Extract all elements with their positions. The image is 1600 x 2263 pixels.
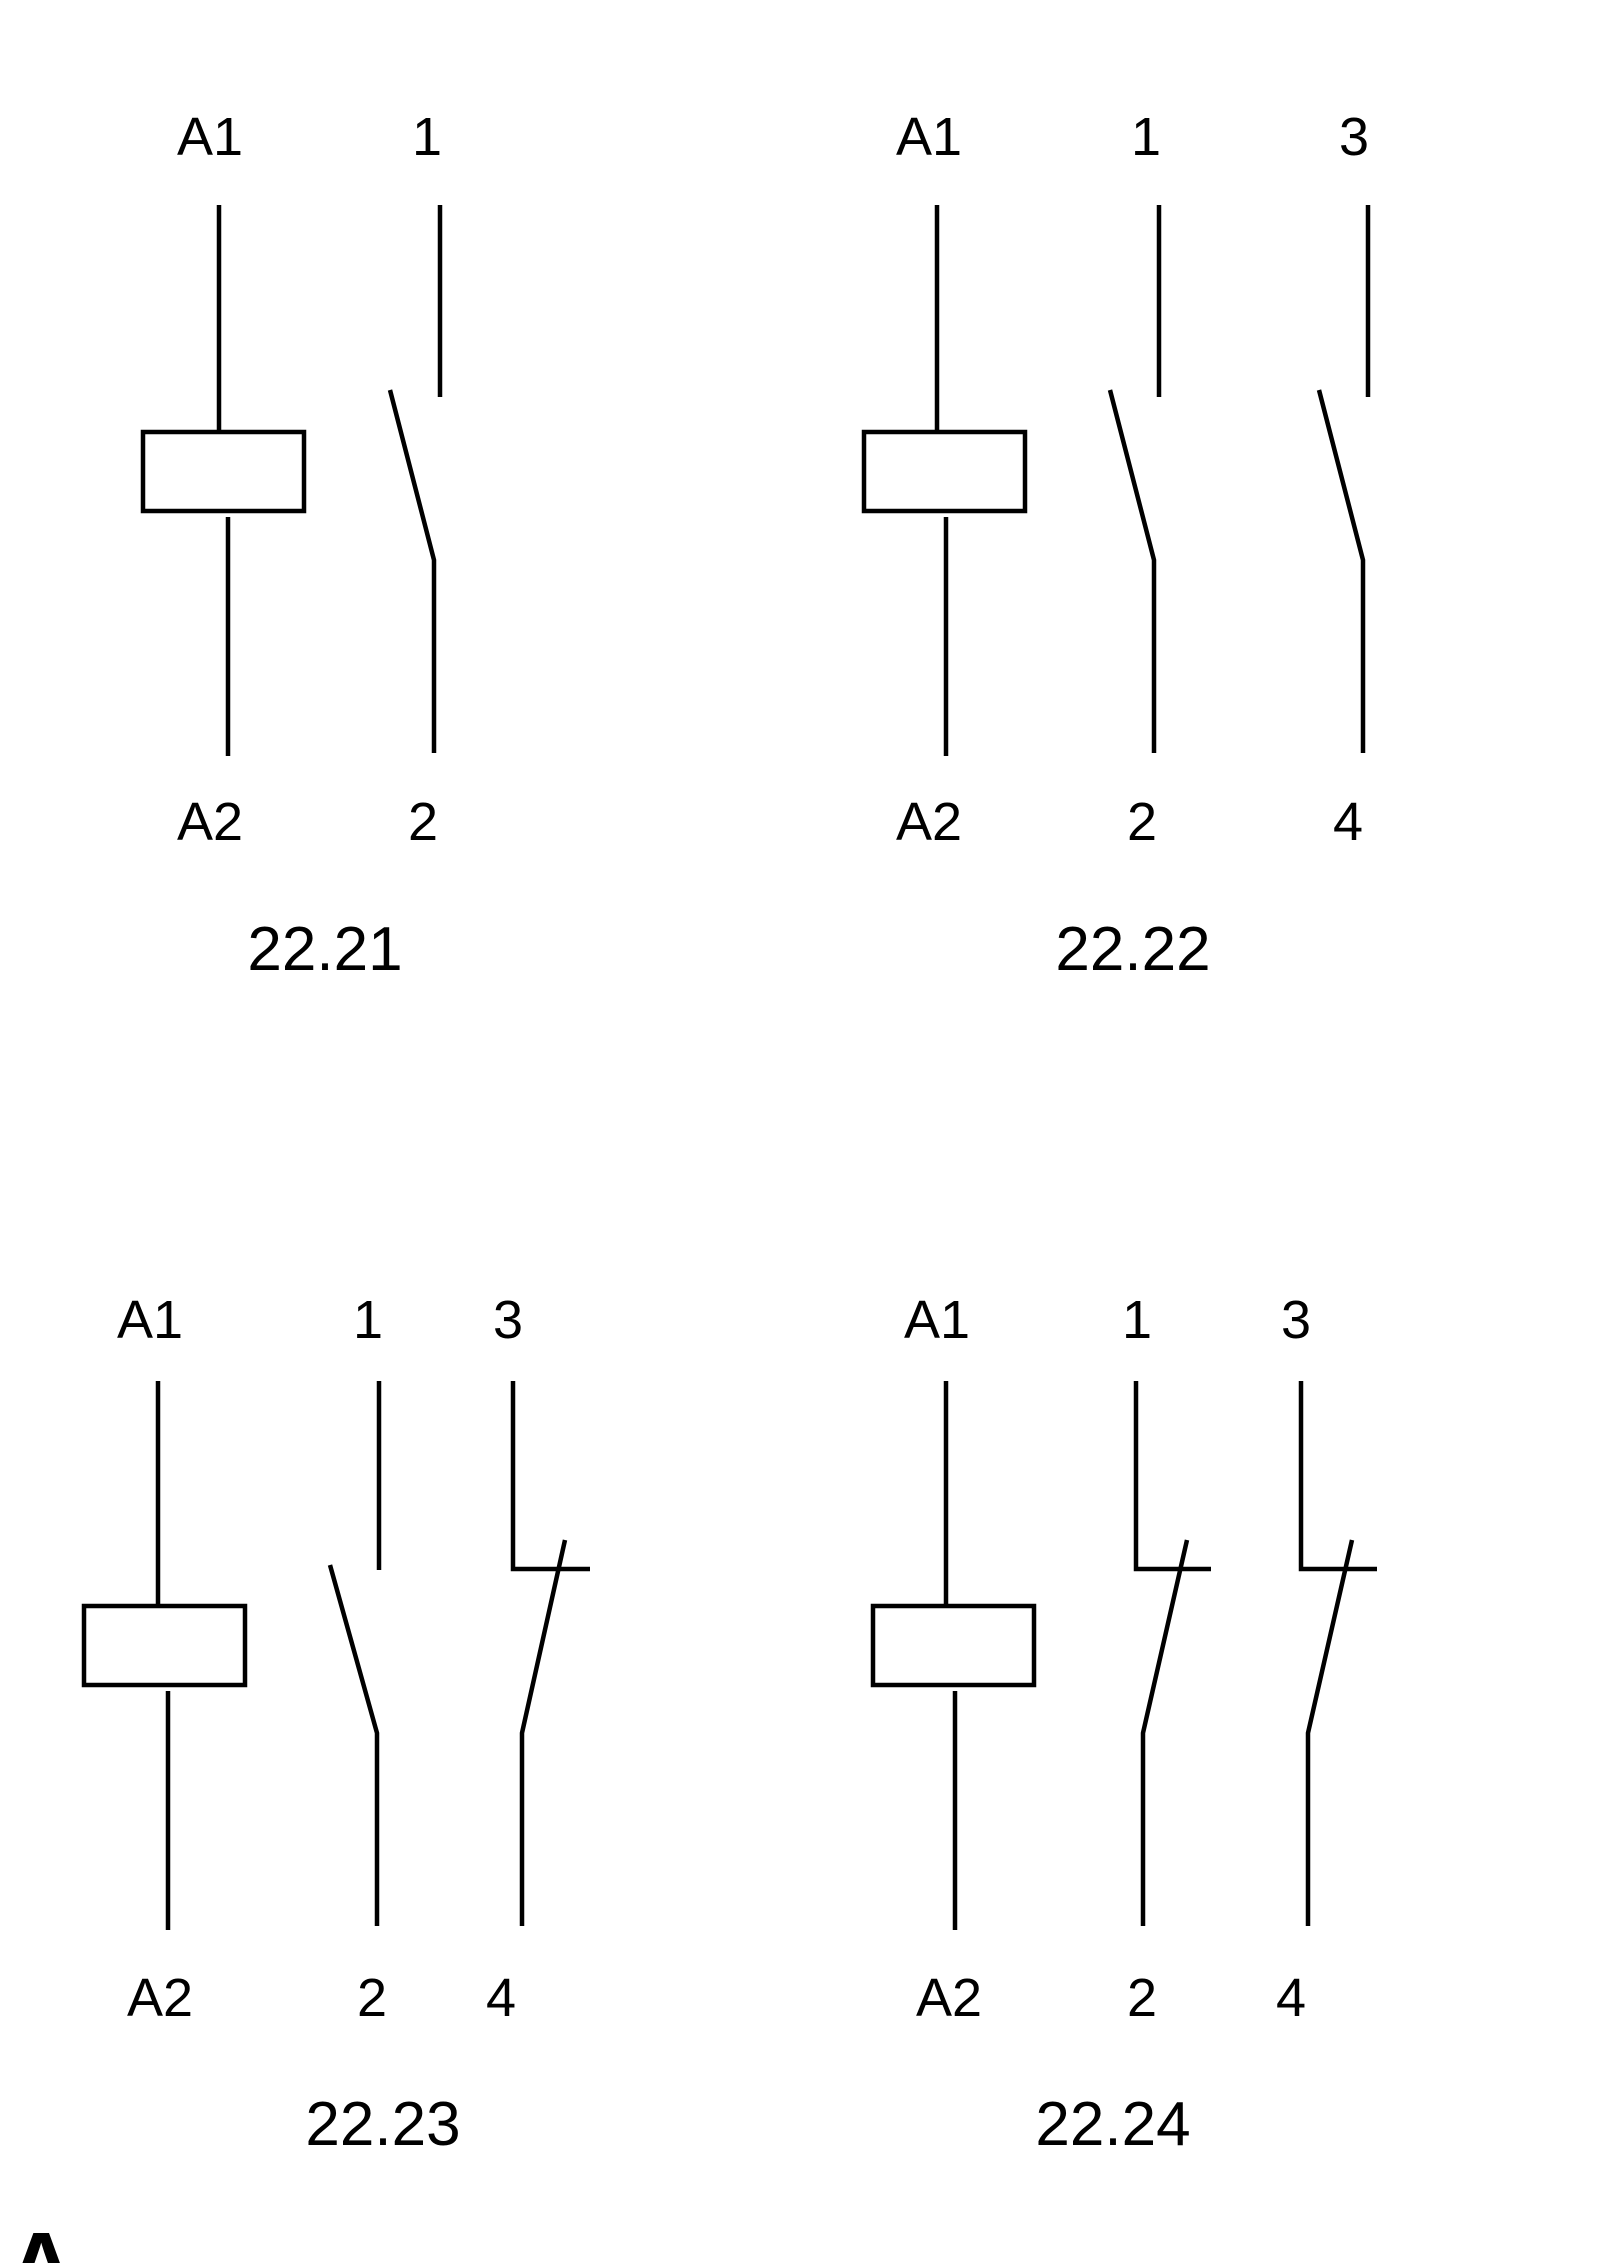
contact-blade-normally-open [387, 389, 437, 753]
coil-bottom-terminal-label: A2 [896, 792, 962, 852]
coil-symbol: A1 A2 [140, 107, 307, 852]
contact-blade-normally-closed [519, 1539, 568, 1926]
contact-top-lead-with-stop [1133, 1381, 1211, 1572]
contact-top-terminal-label: 3 [493, 1290, 523, 1350]
contact-blade-normally-closed [1140, 1539, 1190, 1926]
contact-blade-normally-closed [1305, 1539, 1355, 1926]
contact-nc-2: 3 4 [1276, 1290, 1377, 2028]
panel-letter: A [8, 2214, 74, 2263]
contact-no-2: 3 4 [1316, 107, 1371, 852]
coil-symbol: A1 A2 [870, 1290, 1037, 2028]
contact-top-lead-with-stop [1298, 1381, 1377, 1572]
contact-no-1: 1 2 [1107, 107, 1162, 852]
coil-box [81, 1603, 248, 1688]
coil-box [140, 429, 307, 514]
relay-22-24: A1 A2 1 2 3 4 22.24 [870, 1290, 1377, 2159]
contact-top-terminal-label: 1 [1122, 1290, 1152, 1350]
relay-model-label: 22.23 [305, 2090, 460, 2159]
contact-bottom-terminal-label: 4 [1276, 1968, 1306, 2028]
coil-bottom-terminal-label: A2 [127, 1968, 193, 2028]
contact-nc-2: 3 4 [486, 1290, 590, 2028]
coil-box [870, 1603, 1037, 1688]
coil-top-terminal-label: A1 [896, 107, 962, 167]
coil-bottom-terminal-label: A2 [177, 792, 243, 852]
contact-top-terminal-label: 1 [412, 107, 442, 167]
contact-bottom-terminal-label: 2 [357, 1968, 387, 2028]
relay-model-label: 22.24 [1035, 2090, 1190, 2159]
contact-nc-1: 1 2 [1122, 1290, 1211, 2028]
contact-top-lead-with-stop [510, 1381, 590, 1572]
contact-blade-normally-open [1107, 389, 1157, 753]
contact-top-terminal-label: 3 [1281, 1290, 1311, 1350]
contact-blade-normally-open [1316, 389, 1366, 753]
contact-bottom-terminal-label: 2 [1127, 1968, 1157, 2028]
contact-top-terminal-label: 3 [1339, 107, 1369, 167]
relay-22-21: A1 A2 1 2 22.21 [140, 107, 443, 984]
relay-model-label: 22.21 [247, 915, 402, 984]
contact-top-terminal-label: 1 [353, 1290, 383, 1350]
contact-no-1: 1 2 [327, 1290, 387, 2028]
contact-bottom-terminal-label: 2 [408, 792, 438, 852]
coil-top-terminal-label: A1 [117, 1290, 183, 1350]
relay-model-label: 22.22 [1055, 915, 1210, 984]
contact-bottom-terminal-label: 2 [1127, 792, 1157, 852]
coil-box [861, 429, 1028, 514]
relay-22-22: A1 A2 1 2 3 4 22.22 [861, 107, 1371, 984]
coil-top-terminal-label: A1 [904, 1290, 970, 1350]
contact-bottom-terminal-label: 4 [486, 1968, 516, 2028]
coil-top-terminal-label: A1 [177, 107, 243, 167]
coil-symbol: A1 A2 [81, 1290, 248, 2028]
coil-bottom-terminal-label: A2 [916, 1968, 982, 2028]
contact-blade-normally-open [327, 1564, 380, 1926]
contact-bottom-terminal-label: 4 [1333, 792, 1363, 852]
contact-top-terminal-label: 1 [1131, 107, 1161, 167]
coil-symbol: A1 A2 [861, 107, 1028, 852]
relay-22-23: A1 A2 1 2 3 4 22.23 [81, 1290, 590, 2159]
contact-no-1: 1 2 [387, 107, 443, 852]
